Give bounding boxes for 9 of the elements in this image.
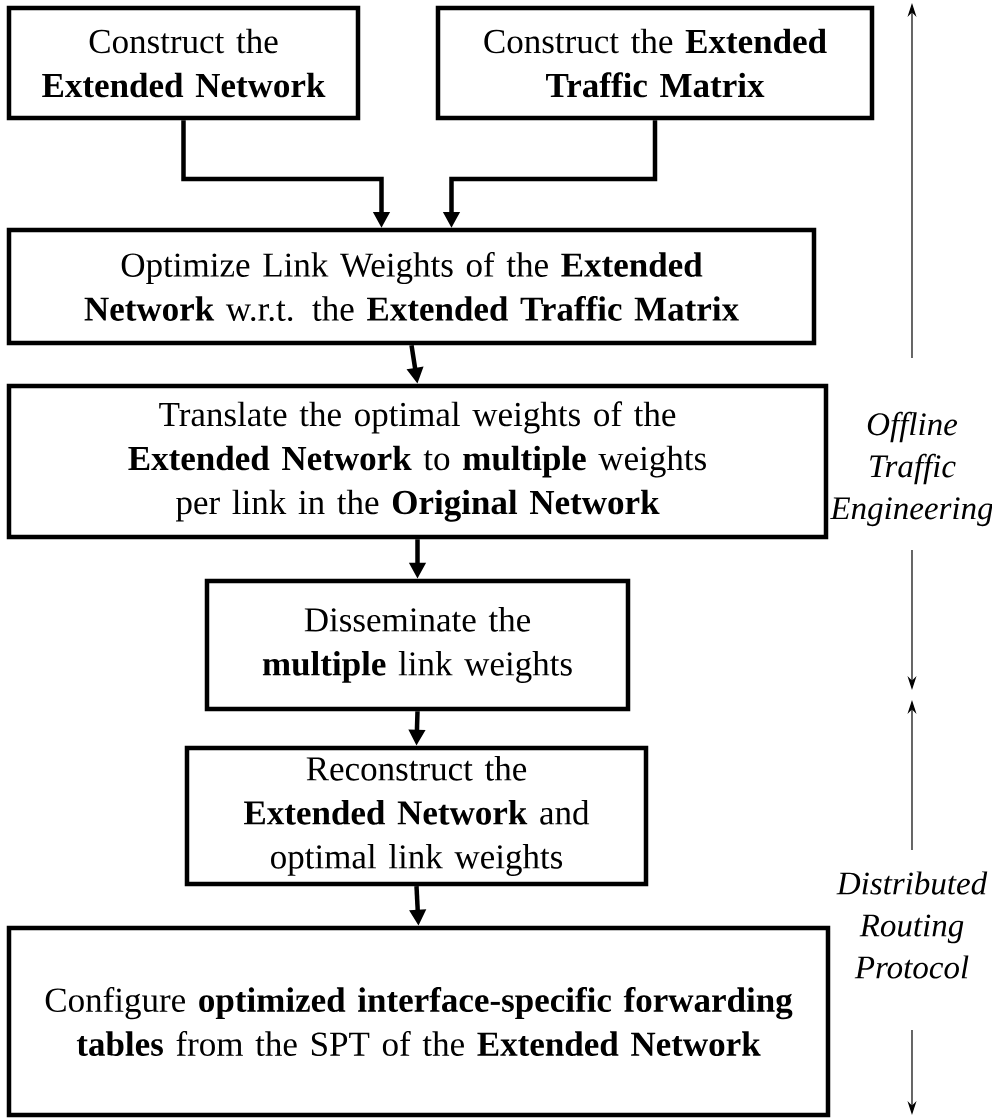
process-box: Configure optimized interface-specific forwarding tables from the SPT of the Extended Network bbox=[6, 925, 831, 1118]
process-box: Translate the optimal weights of the Extended Network to multiple weights per link in the Original Network bbox=[6, 383, 829, 540]
process-box: Construct the Extended Traffic Matrix bbox=[435, 5, 875, 121]
process-box: Disseminate the multiple link weights bbox=[204, 578, 631, 712]
side-label: Offline Traffic Engineering bbox=[830, 411, 992, 527]
side-label: Distributed Routing Protocol bbox=[836, 871, 988, 979]
process-box: Optimize Link Weights of the Extended Network w.r.t. the Extended Traffic Matrix bbox=[6, 227, 817, 346]
process-box: Construct the Extended Network bbox=[6, 5, 361, 121]
process-box: Reconstruct the Extended Network and optimal link weights bbox=[184, 745, 649, 887]
